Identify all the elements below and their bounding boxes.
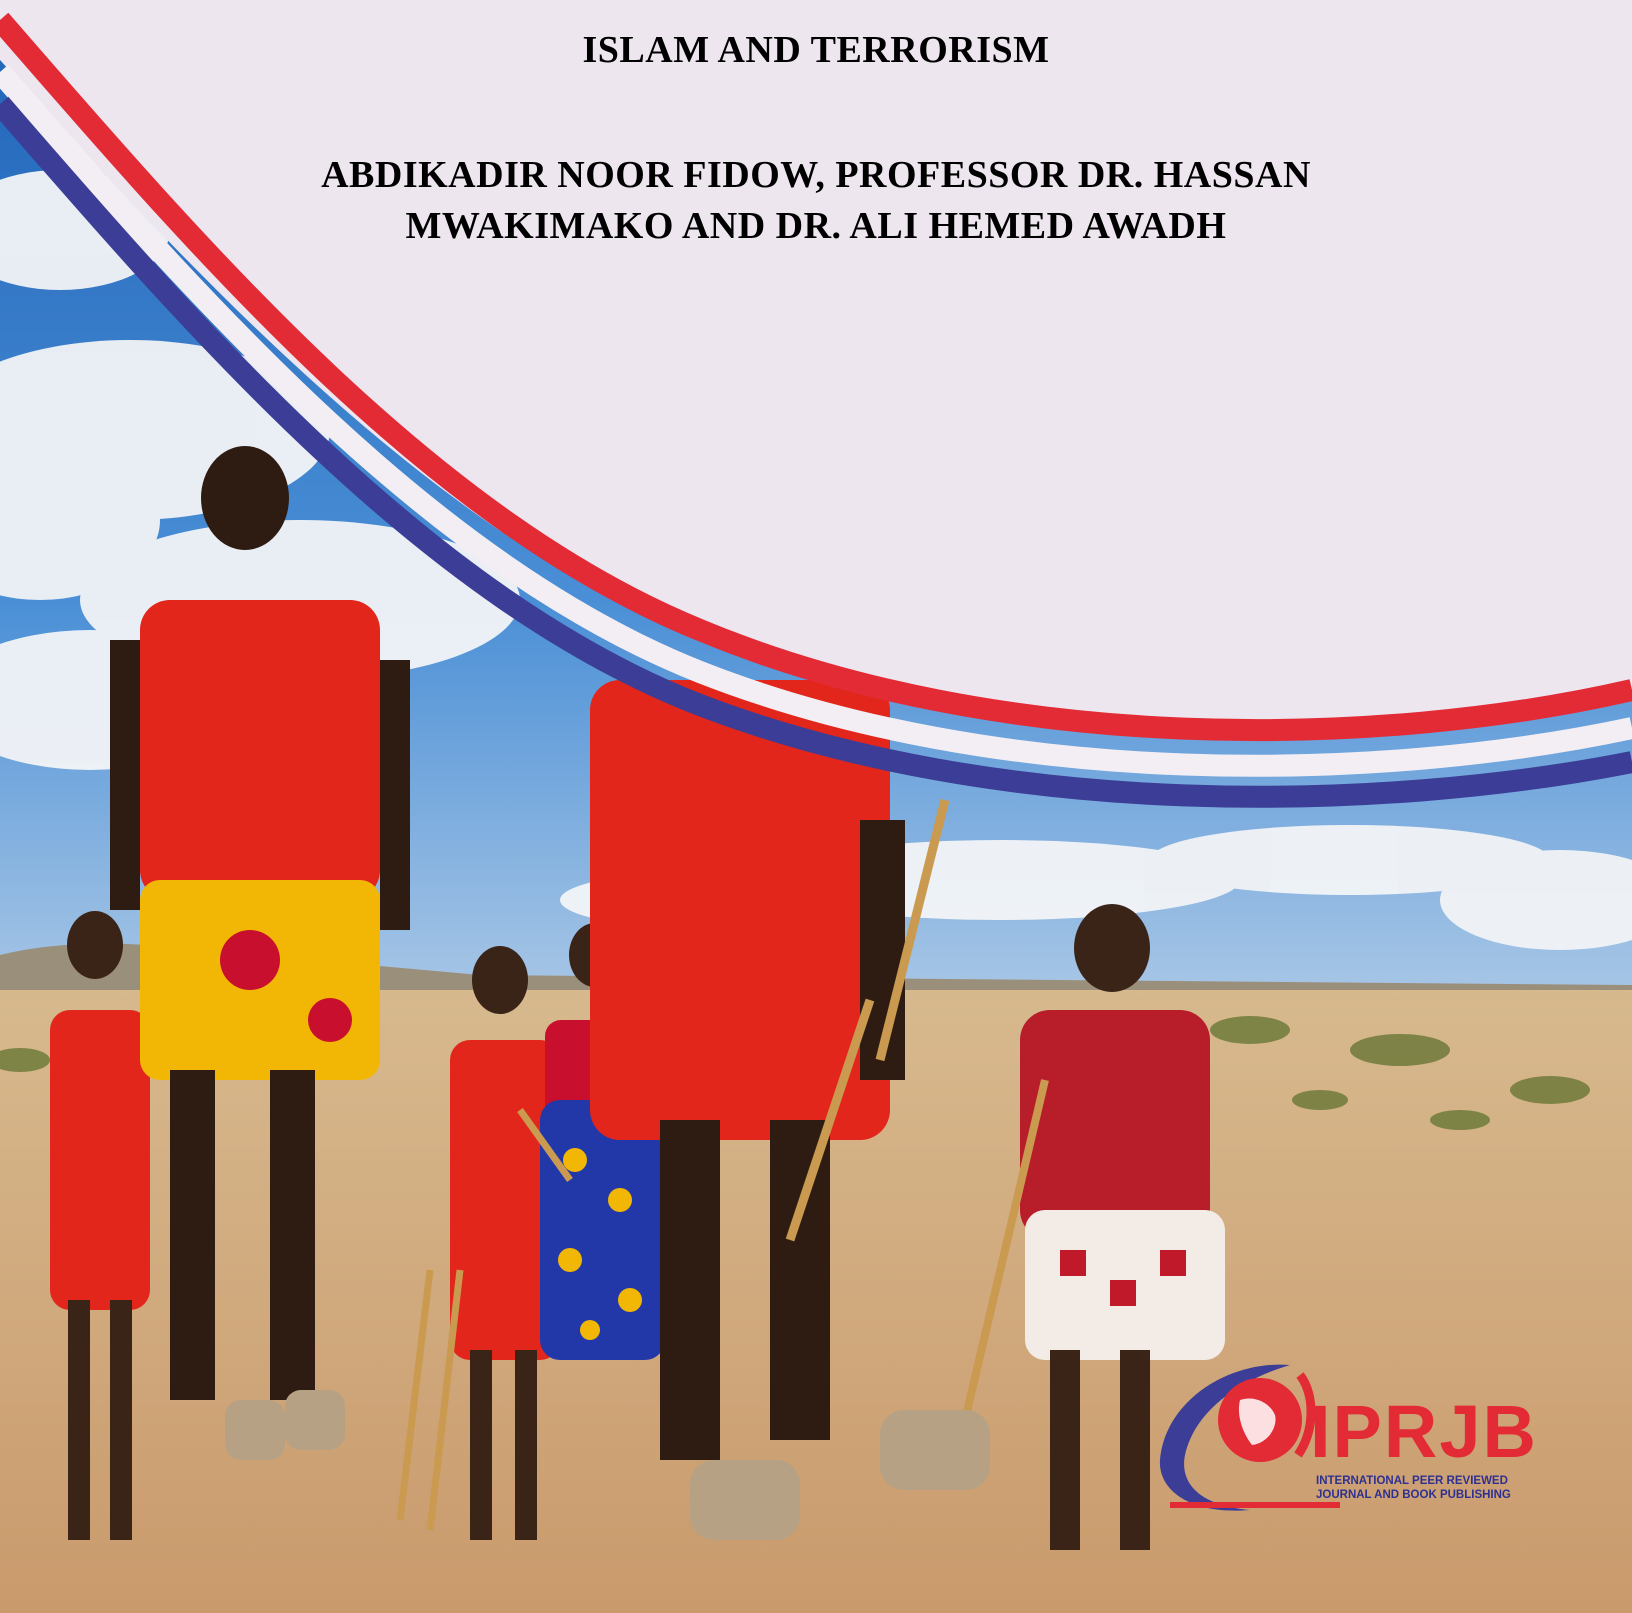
author-line: ABDIKADIR NOOR FIDOW, PROFESSOR DR. HASS… [321,154,1311,196]
logo-subtitle: INTERNATIONAL PEER REVIEWED [1316,1475,1508,1487]
publisher-logo: IPRJB INTERNATIONAL PEER REVIEWED JOURNA… [1140,1355,1540,1525]
red-stripe [0,12,1632,742]
globe-swoosh-icon [1159,1364,1340,1511]
bushes [0,1016,1590,1130]
logo-wordmark: IPRJB [1310,1390,1538,1473]
blue-stripe [0,96,1632,808]
white-stripe [0,64,1632,777]
logo-subtitle: JOURNAL AND BOOK PUBLISHING [1316,1489,1511,1501]
people [50,446,1225,1550]
book-title: ISLAM AND TERRORISM [582,29,1050,71]
title-panel [0,0,1632,740]
author-line: MWAKIMAKO AND DR. ALI HEMED AWADH [405,205,1227,247]
author-list: ABDIKADIR NOOR FIDOW, PROFESSOR DR. HASS… [160,150,1472,252]
